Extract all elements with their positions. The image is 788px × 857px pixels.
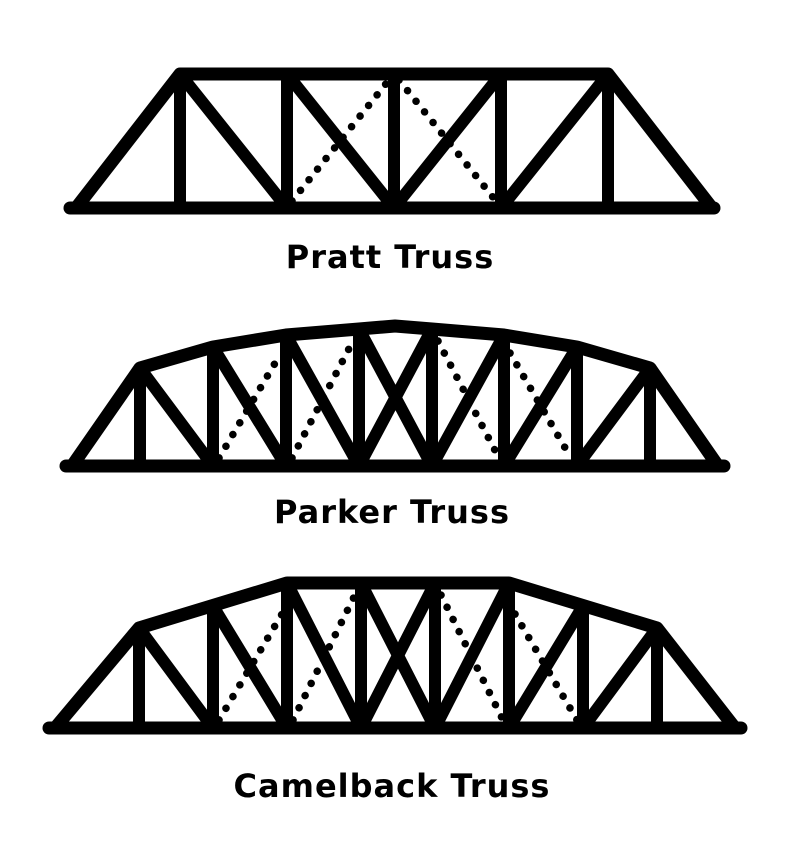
pratt-truss-drawing [63,67,721,215]
parker-counter-diagonal [288,337,357,462]
parker-member [353,323,438,472]
camelback-truss-drawing [42,576,748,735]
pratt-truss-label: Pratt Truss [286,238,495,276]
parker-member [207,341,292,472]
pratt-member [174,68,293,214]
camelback-member [503,600,589,734]
parker-member [498,341,583,472]
camelback-truss-label: Camelback Truss [234,767,551,805]
parker-truss-label: Parker Truss [274,493,510,531]
camelback-counter-diagonal [437,591,507,724]
parker-counter-diagonal [434,337,503,462]
pratt-member [495,68,614,214]
camelback-member [355,577,441,734]
camelback-member [133,622,219,734]
pratt-counter-diagonal [395,76,500,205]
pratt-counter-diagonal [288,76,393,205]
pratt-member [281,68,400,214]
camelback-member [207,600,293,734]
parker-chord [65,319,725,473]
camelback-counter-diagonal [289,591,359,724]
parker-member [571,362,656,472]
camelback-member [577,622,663,734]
parker-truss-drawing [59,319,731,473]
camelback-chord [48,576,742,735]
parker-member [134,362,219,472]
